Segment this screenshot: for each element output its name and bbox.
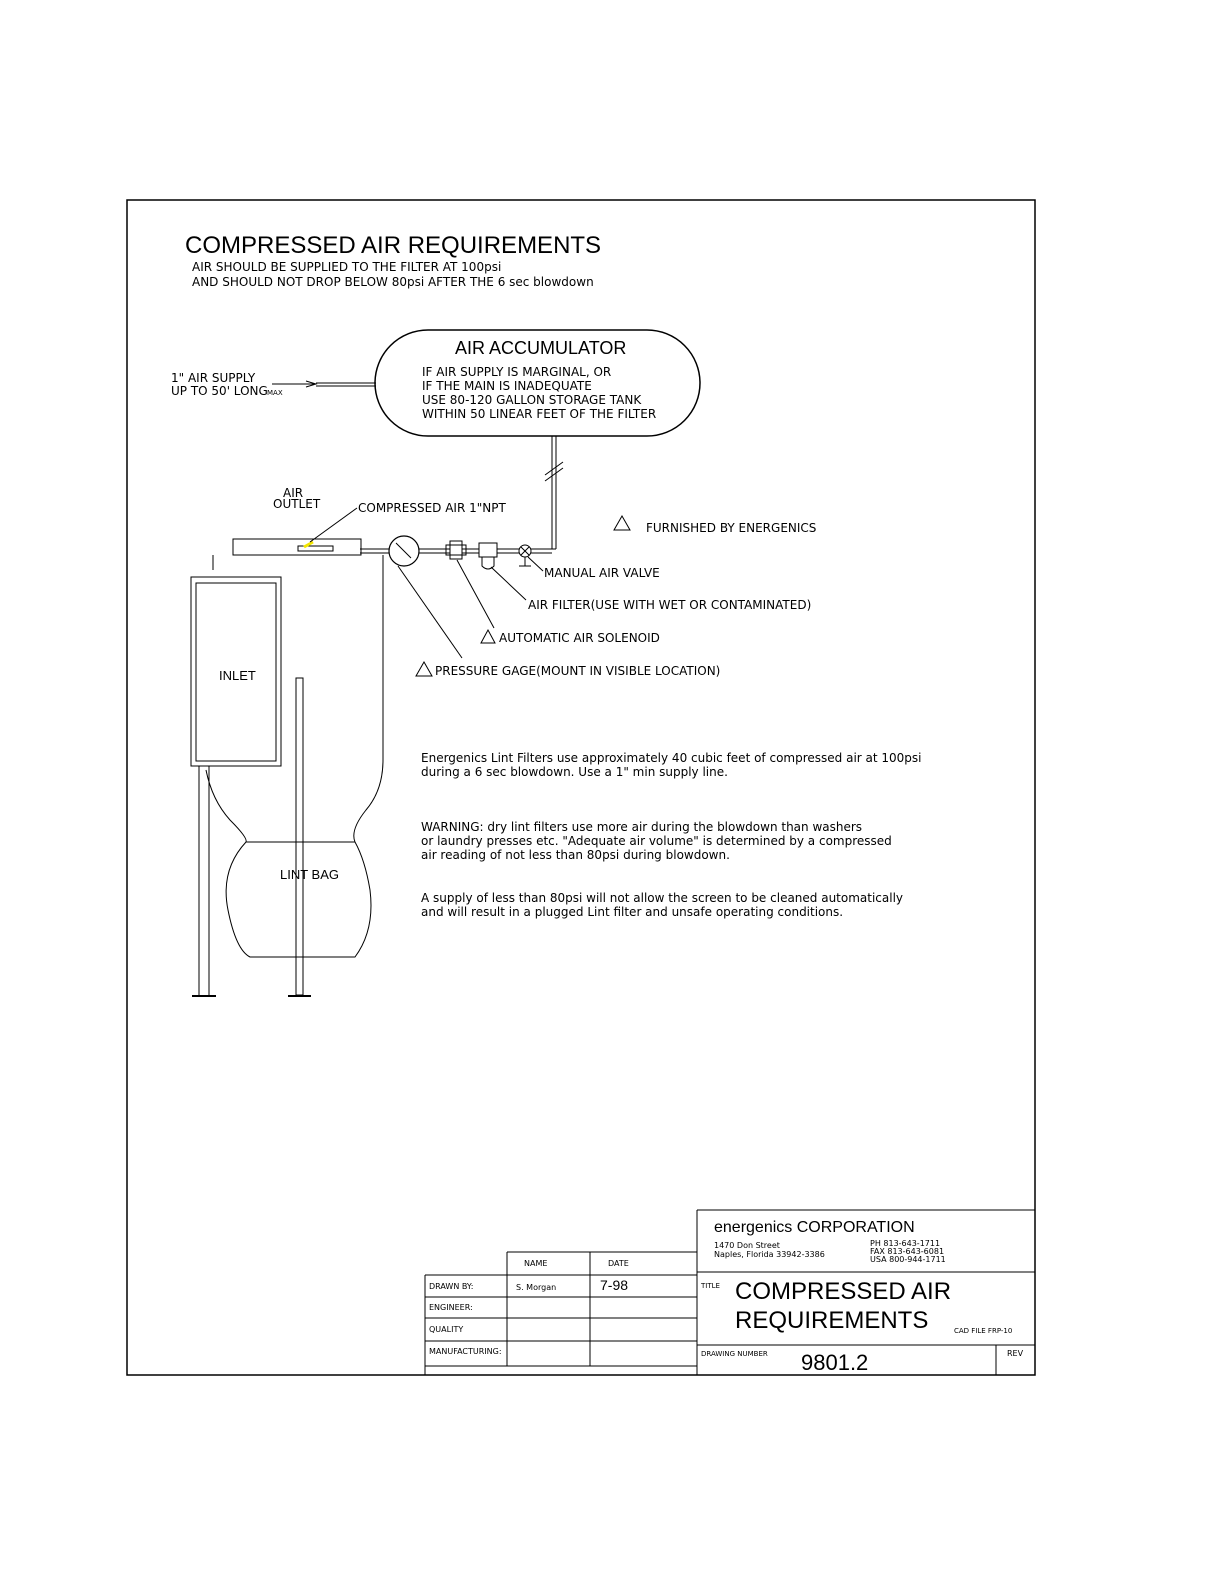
col-name-header: NAME xyxy=(524,1259,547,1268)
drawing-number: 9801.2 xyxy=(801,1350,868,1375)
gage-leader xyxy=(397,565,463,659)
note-1-line-1: Energenics Lint Filters use approximatel… xyxy=(421,751,922,765)
pipe-elbow xyxy=(530,548,556,554)
sheet-border xyxy=(126,199,1036,1376)
manual-valve-leader xyxy=(527,556,544,572)
accumulator-line3: USE 80-120 GALLON STORAGE TANK xyxy=(422,393,642,407)
solenoid-label: AUTOMATIC AIR SOLENOID xyxy=(499,631,660,645)
accumulator-line4: WITHIN 50 LINEAR FEET OF THE FILTER xyxy=(422,407,656,421)
header-note-line2: AND SHOULD NOT DROP BELOW 80psi AFTER TH… xyxy=(192,275,594,289)
compressed-air-label: COMPRESSED AIR 1"NPT xyxy=(358,501,506,515)
furnished-label: FURNISHED BY ENERGENICS xyxy=(646,521,816,535)
header-note-line1: AIR SHOULD BE SUPPLIED TO THE FILTER AT … xyxy=(192,260,501,274)
title-field-line1: COMPRESSED AIR xyxy=(735,1278,951,1305)
center-leg xyxy=(295,677,304,996)
company-phone: PH 813-643-1711 xyxy=(870,1239,940,1248)
arrow-right-icon xyxy=(305,380,318,388)
solenoid-triangle-icon xyxy=(480,628,496,644)
drawing-number-label: DRAWING NUMBER xyxy=(701,1350,768,1358)
note-2-line-2: or laundry presses etc. "Adequate air vo… xyxy=(421,834,892,848)
drawing-title: COMPRESSED AIR REQUIREMENTS xyxy=(185,232,601,259)
solenoid-leader xyxy=(456,559,495,629)
pipe-break-mark-1 xyxy=(544,461,564,476)
title-block xyxy=(424,1209,1035,1375)
filter-body-left xyxy=(205,769,247,843)
lint-bag-outline xyxy=(225,841,372,958)
row-quality-label: QUALITY xyxy=(429,1325,463,1334)
filter-lid xyxy=(232,538,362,556)
air-outlet-label-1: AIR xyxy=(283,486,303,500)
air-supply-line1: 1" AIR SUPPLY xyxy=(171,371,256,385)
air-filter-icon xyxy=(478,542,498,558)
company-name: energenics CORPORATION xyxy=(714,1219,915,1236)
company-address-1: 1470 Don Street xyxy=(714,1241,780,1250)
note-3-line-2: and will result in a plugged Lint filter… xyxy=(421,905,843,919)
gage-needle xyxy=(395,542,412,559)
compressed-air-leader xyxy=(309,507,358,543)
company-fax: FAX 813-643-6081 xyxy=(870,1247,944,1256)
note-2-line-3: air reading of not less than 80psi durin… xyxy=(421,848,730,862)
pipe-break-mark-2 xyxy=(544,467,564,482)
note-1-line-2: during a 6 sec blowdown. Use a 1" min su… xyxy=(421,765,728,779)
cad-file-label: CAD FILE FRP-10 xyxy=(954,1327,1012,1335)
valve-cross-2 xyxy=(520,546,530,556)
accumulator-line1: IF AIR SUPPLY IS MARGINAL, OR xyxy=(422,365,611,379)
gage-label: PRESSURE GAGE(MOUNT IN VISIBLE LOCATION) xyxy=(435,664,720,678)
solenoid-body xyxy=(445,544,467,556)
air-supply-line2: UP TO 50' LONG xyxy=(171,384,268,398)
manual-valve-label: MANUAL AIR VALVE xyxy=(544,566,660,580)
row-drawn-by-name: S. Morgan xyxy=(516,1283,556,1292)
title-field-line2: REQUIREMENTS xyxy=(735,1307,928,1334)
row-engineer-label: ENGINEER: xyxy=(429,1303,473,1312)
rev-label: REV xyxy=(1007,1349,1024,1358)
air-filter-label: AIR FILTER(USE WITH WET OR CONTAMINATED) xyxy=(528,598,811,612)
company-usa-phone: USA 800-944-1711 xyxy=(870,1255,946,1264)
row-drawn-by-label: DRAWN BY: xyxy=(429,1282,473,1291)
air-outlet-label-2: OUTLET xyxy=(273,497,321,511)
inlet-panel xyxy=(195,582,277,762)
row-manufacturing-label: MANUFACTURING: xyxy=(429,1347,502,1356)
inlet-label: INLET xyxy=(219,668,256,683)
gage-triangle-icon xyxy=(415,660,433,677)
air-filter-leader xyxy=(490,566,527,601)
accumulator-title: AIR ACCUMULATOR xyxy=(455,338,626,358)
air-supply-suffix: MAX xyxy=(267,389,283,397)
col-date-header: DATE xyxy=(608,1259,629,1268)
outlet-highlight xyxy=(303,540,314,549)
inlet-frame xyxy=(190,576,282,767)
furnished-triangle-icon xyxy=(613,514,631,531)
company-address-2: Naples, Florida 33942-3386 xyxy=(714,1250,825,1259)
accumulator-line2: IF THE MAIN IS INADEQUATE xyxy=(422,379,592,393)
note-2-line-1: WARNING: dry lint filters use more air d… xyxy=(421,820,862,834)
solenoid-icon xyxy=(449,540,463,560)
row-drawn-by-date: 7-98 xyxy=(600,1277,628,1293)
lint-bag-label: LINT BAG xyxy=(280,867,339,882)
title-field-label: TITLE xyxy=(700,1282,720,1290)
filter-bowl-icon xyxy=(481,557,495,570)
air-outlet-fitting xyxy=(297,545,334,552)
filter-body-right xyxy=(212,555,384,843)
note-3-line-1: A supply of less than 80psi will not all… xyxy=(421,891,903,905)
